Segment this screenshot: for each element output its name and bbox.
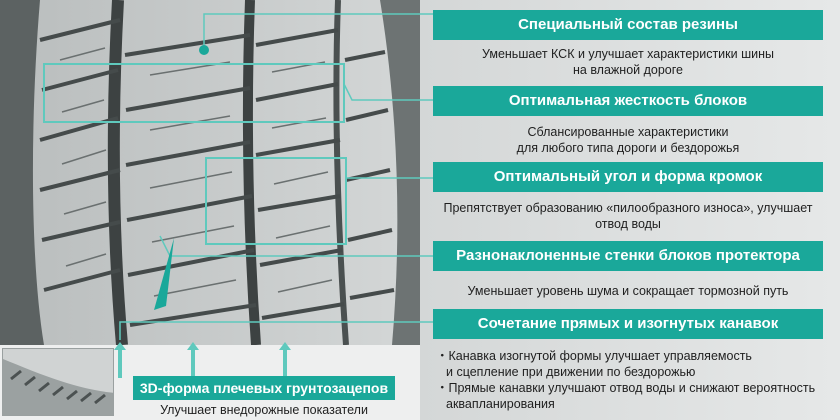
feature-title-edge-angle: Оптимальный угол и форма кромок: [433, 162, 823, 192]
description-line: на влажной дороге: [573, 63, 683, 77]
description-line: Препятствует образованию «пилообразного …: [443, 201, 813, 215]
feature-title-block-stiffness: Оптимальная жесткость блоков: [433, 86, 823, 116]
bullet-item: и сцепление при движении по бездорожью: [446, 365, 696, 379]
description-line: для любого типа дороги и бездорожья: [516, 141, 740, 155]
arrow-up-icon: [114, 342, 126, 378]
feature-description-shoulder-lugs: Улучшает внедорожные показатели: [160, 403, 368, 417]
description-line: отвод воды: [595, 217, 661, 231]
shoulder-inset-image: [2, 348, 114, 416]
feature-title-groove-combination: Сочетание прямых и изогнутых канавок: [433, 309, 823, 339]
shoulder-block-icon: [3, 349, 113, 415]
feature-title-inclined-walls: Разнонаклоненные стенки блоков протектор…: [433, 241, 823, 271]
bullet-item: ・Прямые канавки улучшают отвод воды и сн…: [436, 381, 816, 395]
feature-description-inclined-walls: Уменьшает уровень шума и сокращает тормо…: [433, 283, 823, 299]
arrow-up-icon: [187, 342, 199, 378]
description-line: Уменьшает уровень шума и сокращает тормо…: [467, 284, 789, 298]
bullet-item: ・Канавка изогнутой формы улучшает управл…: [436, 349, 752, 363]
arrow-up-icon: [279, 342, 291, 378]
feature-description-block-stiffness: Сбланcированные характеристики для любог…: [433, 124, 823, 156]
feature-title-rubber-compound: Специальный состав резины: [433, 10, 823, 40]
feature-description-edge-angle: Препятствует образованию «пилообразного …: [433, 200, 823, 232]
description-line: Уменьшает КСК и улучшает характеристики …: [481, 47, 774, 61]
description-line: Сбланcированные характеристики: [527, 125, 729, 139]
feature-bullets-groove-combination: ・Канавка изогнутой формы улучшает управл…: [436, 348, 836, 412]
bullet-item: аквапланирования: [446, 397, 555, 411]
feature-title-shoulder-lugs: 3D-форма плечевых грунтозацепов: [133, 376, 395, 400]
feature-description-rubber-compound: Уменьшает КСК и улучшает характеристики …: [433, 46, 823, 78]
